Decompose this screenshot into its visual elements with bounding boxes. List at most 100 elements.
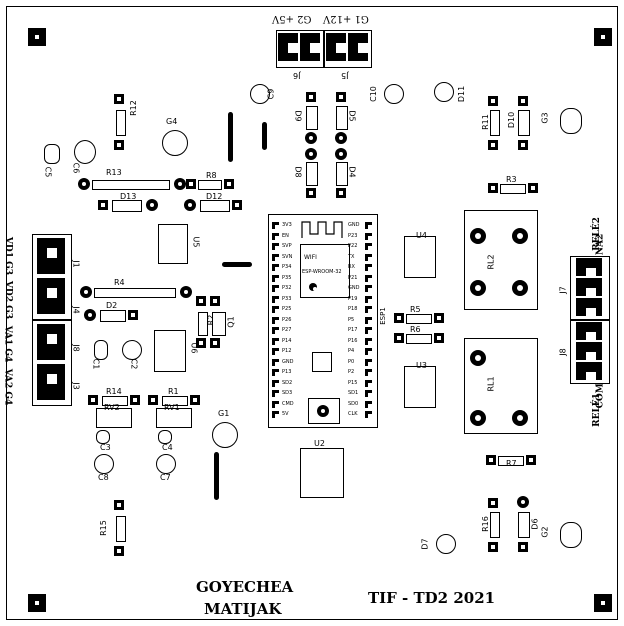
d4-label: D4 (347, 166, 357, 178)
transistor-g2 (560, 522, 582, 548)
r15-pad-right (526, 455, 536, 465)
esp32-right-pin-label: P23 (348, 232, 358, 239)
transistor-g4 (162, 130, 188, 156)
j7-label: J7 (558, 286, 568, 294)
capacitor-c1 (94, 340, 108, 360)
d5-label: D5 (347, 110, 357, 122)
esp32-left-pin-label: P34 (282, 264, 292, 270)
diode-d4 (336, 162, 348, 186)
esp32-left-pin-pad (272, 379, 279, 387)
c2-label: C2 (129, 358, 139, 370)
terminal-j5-pin1 (326, 33, 346, 61)
d6-pad-top (517, 496, 529, 508)
esp32-right-pin-pad (365, 306, 372, 313)
diode-d12 (200, 200, 230, 212)
esp32-right-pin-label: TX (348, 253, 355, 260)
esp32-left-pin-label: P33 (282, 295, 292, 302)
d8-pad-top (305, 148, 317, 160)
d4-pad-top (335, 148, 347, 160)
r14-pad-right (130, 395, 140, 405)
r3-label: R15 (98, 520, 108, 536)
terminal-j7-pin3 (576, 298, 602, 318)
esp32-right-pin-label: P21 (348, 274, 358, 281)
j3-label: J3 (71, 382, 81, 390)
resistor-r16 (490, 512, 500, 538)
c7-label: C7 (160, 473, 171, 482)
r5-label: R11 (480, 114, 490, 130)
relay-rl2-pin3 (470, 280, 486, 296)
esp32-right-pin-pad (365, 390, 372, 397)
esp32-left-pin-label: P32 (282, 285, 292, 291)
esp32-left-pin-pad (272, 274, 279, 282)
diode-d10 (518, 110, 530, 136)
esp32-left-pin-label: P12 (282, 348, 292, 354)
q1-pad-bottom (210, 338, 220, 348)
d12-pad-right (232, 200, 242, 210)
r13-pad-right (174, 178, 186, 190)
terminal-j7-pin2 (576, 278, 602, 298)
j1-label: J1 (71, 260, 81, 268)
r7-pad-left (394, 313, 404, 323)
u4-label: U4 (416, 231, 427, 240)
esp32-left-pin-label: SD3 (282, 390, 293, 396)
q1-label: Q1 (226, 316, 236, 328)
c8-label: C8 (98, 473, 109, 482)
rl2-label: RL2 (486, 254, 496, 270)
esp32-left-pin-label: P27 (282, 327, 292, 333)
rele1-label: RELÉ1 (591, 393, 602, 427)
c6-label: C6 (71, 162, 81, 174)
terminal-j7-pin1 (576, 258, 602, 278)
esp32-left-pin-pad (272, 316, 279, 324)
j6-pin-label: G2 +5V (272, 13, 312, 24)
ic-u2 (300, 448, 344, 498)
capacitor-c6 (74, 140, 96, 164)
esp32-left-pin-label: P35 (282, 274, 292, 281)
esp32-left-pin-pad (272, 243, 279, 250)
wifi-antenna-icon (301, 221, 343, 238)
esp32-chip (312, 352, 332, 372)
capacitor-c2 (122, 340, 142, 360)
g4-label: G4 (166, 117, 178, 126)
d13-label: D13 (120, 192, 137, 201)
q1-pad-top (210, 296, 220, 306)
r14-label: R14 (106, 387, 122, 396)
r6-pad-left (488, 183, 498, 193)
esp32-right-pin-pad (365, 316, 372, 324)
transistor-g3 (560, 108, 582, 134)
project-title: TIF - TD2 2021 (368, 589, 496, 607)
esp32-left-pin-label: P13 (282, 369, 292, 375)
esp32-left-pin-pad (272, 264, 279, 271)
author-name-1: GOYECHEA (196, 578, 294, 596)
author-name-2: MATIJAK (204, 600, 282, 618)
u3-label: U3 (416, 361, 427, 370)
capacitor-c10 (384, 84, 404, 104)
esp32-left-pin-pad (272, 295, 279, 303)
esp32-model-label: ESP-WROOM-32 (302, 269, 342, 275)
r11-pad-left (394, 333, 404, 343)
d8-label: D8 (293, 166, 303, 178)
esp32-right-pin-pad (365, 411, 372, 418)
esp32-right-pin-label: P17 (348, 327, 358, 333)
resistor-r13 (92, 180, 170, 190)
resistor-r5 (490, 110, 500, 136)
r5-pad-top (488, 96, 498, 106)
ic-u5 (158, 224, 188, 264)
u6-label: U6 (189, 342, 199, 354)
resistor-r7 (406, 314, 432, 324)
d9-label: D9 (293, 110, 303, 122)
jumper-wire-2 (262, 122, 267, 150)
d5-pad-bottom (335, 132, 347, 144)
esp32-right-pin-pad (365, 243, 372, 250)
mount-hole-bottom-left (28, 594, 46, 612)
capacitor-c3 (96, 430, 110, 444)
relay-rl1-pin3 (512, 410, 528, 426)
diode-d13 (112, 200, 142, 212)
esp32-left-pin-label: P25 (282, 306, 292, 312)
r2-pad-top (196, 296, 206, 306)
esp32-left-pin-pad (272, 253, 279, 261)
left-connector-label-4: VA2 G4 (2, 368, 13, 406)
left-connector-label-1: VD1 G3 (3, 236, 14, 276)
esp32-left-pin-pad (272, 222, 279, 229)
relay-rl1-pin2 (470, 410, 486, 426)
esp32-left-pin-pad (272, 390, 279, 397)
